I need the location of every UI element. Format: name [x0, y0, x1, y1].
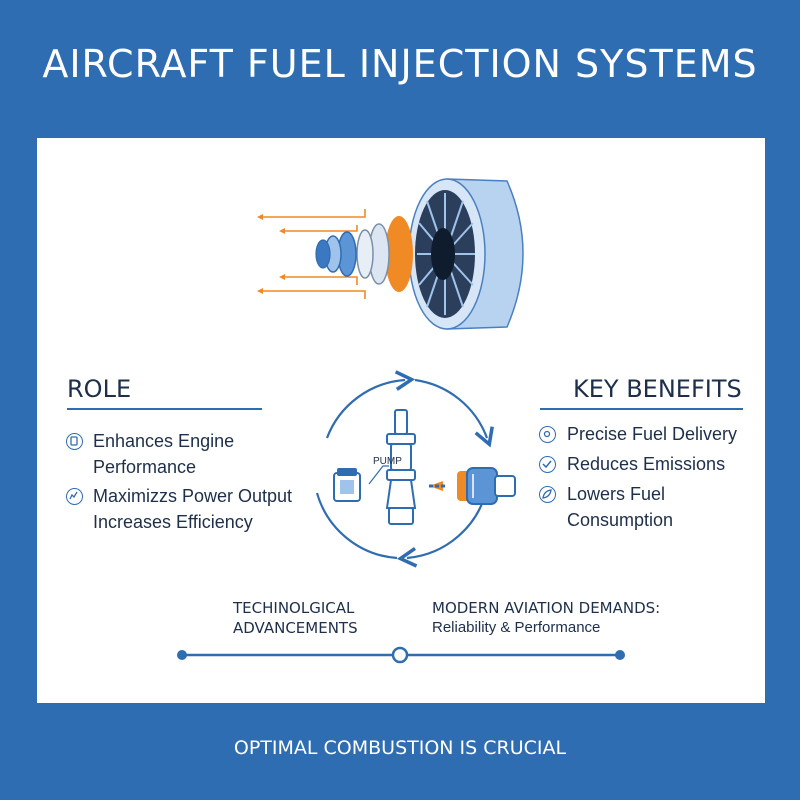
timeline-right-line-1: MODERN AVIATION DEMANDS:: [432, 599, 661, 617]
role-item-2-line-2: Increases Efficiency: [93, 512, 253, 532]
timeline-left-line-2: ADVANCEMENTS: [233, 619, 358, 637]
timeline-left-label: TECHINOLGICAL ADVANCEMENTS: [233, 598, 358, 638]
jet-engine-illustration: [257, 178, 524, 330]
nozzle-icon: [457, 467, 516, 505]
timeline-mid-marker: [391, 646, 409, 664]
footer-caption: OPTIMAL COMBUSTION IS CRUCIAL: [233, 737, 567, 759]
fuel-delivery-icon: [539, 426, 556, 443]
benefits-divider: [540, 408, 743, 410]
timeline-left-line-1: TECHINOLGICAL: [233, 599, 355, 617]
role-heading: ROLE: [67, 375, 132, 403]
role-item-1: Enhances Engine Performance: [93, 428, 234, 480]
engine-icon: [66, 433, 83, 450]
benefit-item-2: Reduces Emissions: [567, 454, 726, 474]
timeline-right-label: MODERN AVIATION DEMANDS: Reliability & P…: [432, 598, 660, 638]
role-item-1-line-1: Enhances Engine: [93, 431, 235, 451]
fuel-pump-icon: [333, 468, 361, 502]
leaf-icon: [539, 486, 556, 503]
benefits-heading: KEY BENEFITS: [573, 375, 742, 403]
timeline-end-dot: [615, 650, 625, 660]
injector-icon: [385, 409, 417, 525]
page-title: AIRCRAFT FUEL INJECTION SYSTEMS: [42, 42, 758, 86]
timeline-start-dot: [177, 650, 187, 660]
role-item-1-line-2: Performance: [93, 457, 197, 477]
cycle-diagram: PUMP: [315, 370, 516, 568]
role-divider: [67, 408, 262, 410]
pump-label: PUMP: [373, 456, 402, 467]
benefit-item-1: Precise Fuel Delivery: [567, 424, 738, 444]
role-item-2-line-1: Maximizzs Power Output: [93, 486, 293, 506]
timeline: [177, 646, 625, 664]
emissions-icon: [539, 456, 556, 473]
benefit-item-3: Lowers Fuel Consumption: [567, 484, 674, 530]
timeline-right-line-2: Reliability & Performance: [432, 619, 601, 636]
content-panel: ROLE Enhances Engine Performance Maximiz…: [37, 138, 765, 703]
role-item-2: Maximizzs Power Output Increases Efficie…: [93, 483, 292, 535]
gauge-icon: [66, 488, 83, 505]
